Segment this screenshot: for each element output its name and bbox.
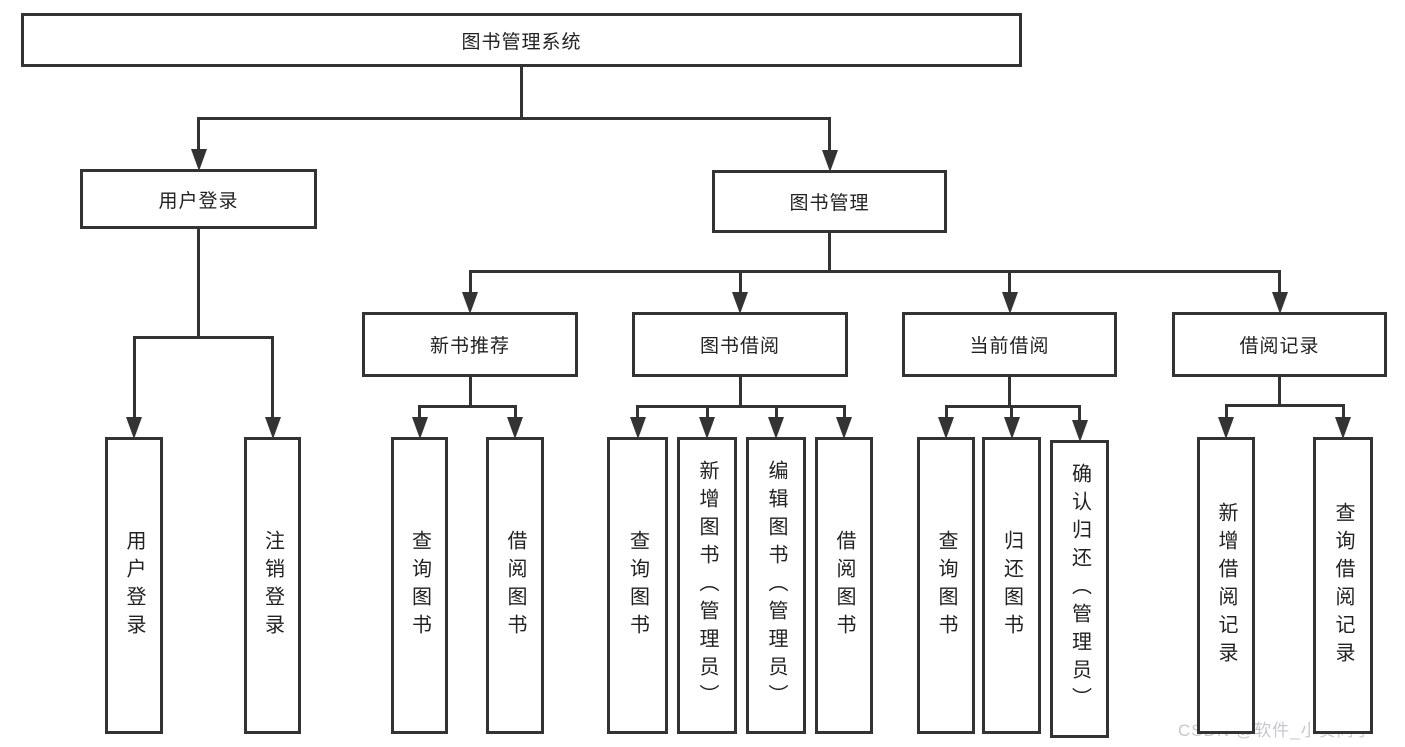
connector-line (738, 376, 742, 406)
node-new-book-rec: 新书推荐 (362, 312, 578, 377)
connector-line (1278, 376, 1281, 405)
node-book-borrow: 图书借阅 (632, 312, 848, 377)
connector-line (636, 406, 639, 418)
node-leaf-add-book: 新增图书（管理员） (677, 437, 737, 734)
node-user-login: 用户登录 (80, 169, 317, 229)
node-label-leaf-edit-book: 编辑图书（管理员） (765, 459, 787, 712)
connector-line (418, 404, 517, 408)
node-label-root: 图书管理系统 (461, 31, 582, 53)
arrow-down-icon (507, 417, 523, 439)
node-root: 图书管理系统 (21, 13, 1022, 67)
arrow-down-icon (1335, 417, 1351, 439)
arrow-down-icon (1218, 417, 1234, 439)
node-label-leaf-confirm-return: 确认归还（管理员） (1068, 463, 1091, 715)
arrow-down-icon (126, 417, 142, 439)
arrow-down-icon (938, 417, 954, 439)
connector-line (513, 406, 517, 418)
arrow-down-icon (1001, 292, 1018, 314)
connector-line (468, 376, 472, 406)
node-label-leaf-add-book: 新增图书（管理员） (696, 459, 718, 712)
node-label-leaf-logout: 注销登录 (261, 529, 284, 642)
node-current-borrow: 当前借阅 (902, 312, 1117, 377)
node-leaf-query-record: 查询借阅记录 (1313, 437, 1373, 734)
connector-line (271, 337, 274, 418)
node-leaf-borrow-book-2: 借阅图书 (815, 437, 873, 734)
node-label-borrow-records: 借阅记录 (1239, 336, 1320, 357)
connector-line (636, 404, 846, 408)
node-label-leaf-add-record: 新增借阅记录 (1215, 501, 1237, 670)
connector-line (197, 116, 831, 120)
node-borrow-records: 借阅记录 (1172, 312, 1387, 377)
arrow-down-icon (836, 417, 852, 439)
node-label-book-mgmt: 图书管理 (789, 193, 870, 214)
arrow-down-icon (1003, 417, 1020, 439)
node-leaf-borrow-book-1: 借阅图书 (486, 437, 544, 734)
connector-line (944, 406, 948, 418)
arrow-down-icon (732, 292, 748, 314)
node-leaf-query-book-1: 查询图书 (391, 437, 448, 734)
connector-line (132, 337, 136, 418)
node-leaf-add-record: 新增借阅记录 (1197, 437, 1255, 734)
node-label-leaf-query-record: 查询借阅记录 (1332, 501, 1354, 670)
arrow-down-icon (462, 292, 478, 314)
connector-line (828, 232, 831, 271)
arrow-down-icon (629, 417, 646, 439)
node-leaf-edit-book: 编辑图书（管理员） (746, 437, 806, 734)
arrow-down-icon (1271, 292, 1288, 314)
connector-line (197, 118, 200, 150)
connector-line (418, 406, 421, 418)
arrow-down-icon (411, 417, 428, 439)
node-label-book-borrow: 图书借阅 (699, 336, 780, 357)
connector-line (1078, 406, 1081, 421)
node-label-current-borrow: 当前借阅 (969, 336, 1050, 357)
connector-line (738, 271, 742, 293)
connector-line (842, 406, 846, 418)
node-leaf-query-book-2: 查询图书 (607, 437, 668, 734)
arrow-down-icon (1071, 420, 1088, 442)
connector-line (1341, 405, 1345, 418)
node-label-new-book-rec: 新书推荐 (429, 336, 510, 357)
arrow-down-icon (768, 417, 784, 439)
connector-line (1224, 403, 1345, 407)
node-label-leaf-query-book-1: 查询图书 (408, 529, 431, 642)
connector-line (132, 335, 274, 339)
connector-line (774, 406, 778, 418)
connector-line (828, 118, 831, 151)
connector-line (520, 66, 523, 118)
node-leaf-confirm-return: 确认归还（管理员） (1050, 440, 1109, 738)
node-leaf-query-book-3: 查询图书 (917, 437, 975, 734)
connector-line (705, 406, 709, 418)
connector-line (197, 228, 200, 337)
node-label-leaf-user-login: 用户登录 (123, 529, 145, 642)
connector-line (468, 271, 472, 293)
node-label-leaf-query-book-3: 查询图书 (935, 529, 957, 642)
node-label-user-login: 用户登录 (158, 190, 239, 212)
arrow-down-icon (821, 150, 838, 172)
node-leaf-return-book: 归还图书 (982, 437, 1041, 734)
node-book-mgmt: 图书管理 (712, 170, 947, 233)
node-leaf-user-login: 用户登录 (105, 437, 163, 734)
connector-line (468, 269, 1281, 273)
node-leaf-logout: 注销登录 (244, 437, 301, 734)
node-label-leaf-borrow-book-2: 借阅图书 (833, 529, 855, 642)
arrow-down-icon (699, 417, 715, 439)
arrow-down-icon (264, 417, 281, 439)
arrow-down-icon (190, 149, 207, 171)
node-label-leaf-query-book-2: 查询图书 (626, 529, 649, 642)
connector-line (1008, 271, 1011, 293)
connector-line (1008, 376, 1011, 406)
connector-line (1224, 405, 1228, 418)
node-label-leaf-return-book: 归还图书 (1000, 529, 1023, 642)
node-label-leaf-borrow-book-1: 借阅图书 (504, 529, 526, 642)
connector-line (1278, 271, 1281, 293)
connector-line (1010, 406, 1013, 418)
